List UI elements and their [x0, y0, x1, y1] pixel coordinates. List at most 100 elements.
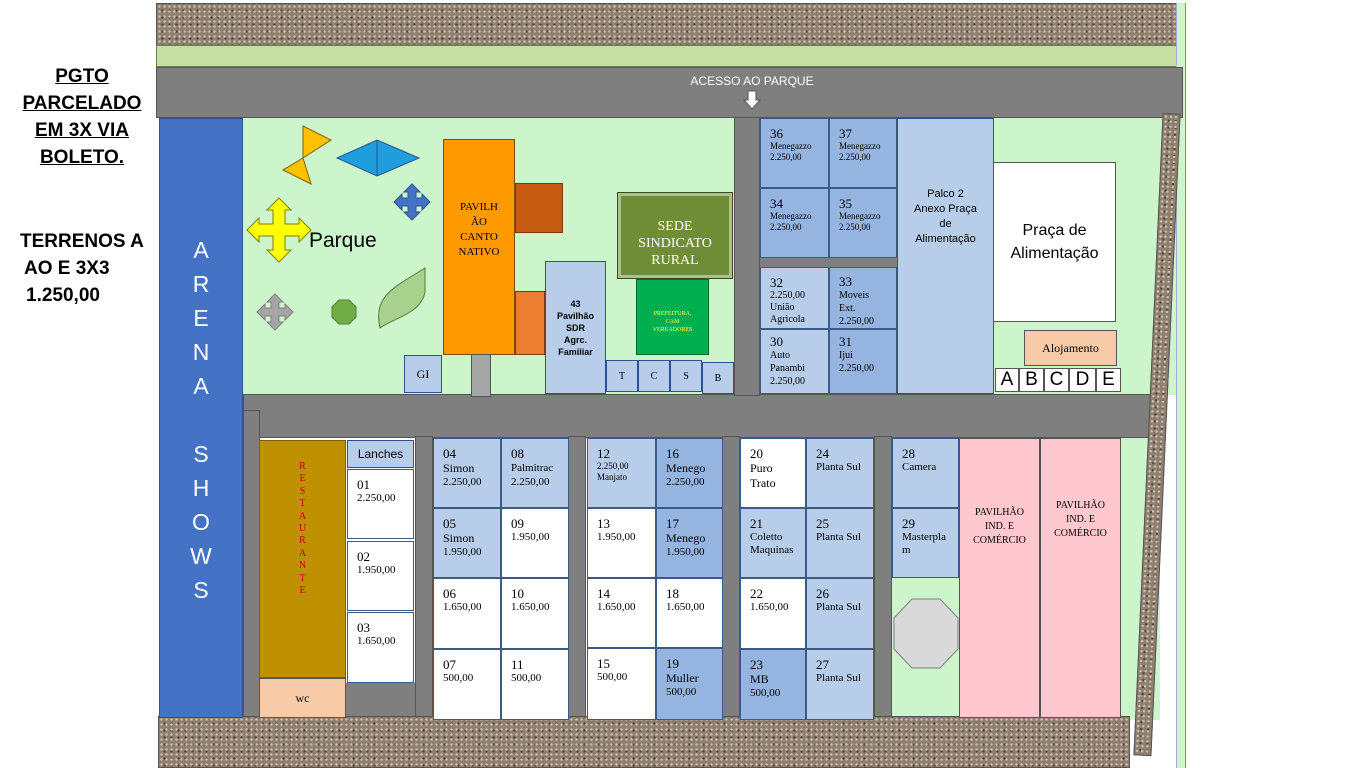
- restaurante-letter: E: [299, 473, 306, 485]
- lot-line: 2.250,00: [597, 461, 629, 471]
- pavilhao-sdr-line: Agrc.: [563, 335, 587, 345]
- vertical-road-4: [722, 436, 740, 720]
- payment-note-line: EM 3X VIA: [35, 120, 129, 141]
- gray-post: [471, 354, 491, 397]
- pavilhao-ind-line: IND. E: [985, 521, 1014, 532]
- small-box-b: B: [702, 362, 734, 394]
- praca-line: Praça de: [1022, 222, 1087, 239]
- small-box-c: C: [638, 360, 670, 392]
- abcde-box-c: C: [1044, 368, 1069, 392]
- arena-shows: [159, 118, 243, 718]
- pavilhao-canto-line: ÃO: [471, 216, 487, 228]
- blue-cross-arrow-shape: [393, 183, 431, 221]
- pavilhao-sdr-line: 43: [570, 299, 581, 309]
- lot-number: 28: [902, 446, 915, 461]
- lot-line: 2.250,00: [770, 376, 805, 387]
- lot-line: 1.650,00: [357, 635, 396, 647]
- lot-number: 04: [443, 446, 456, 461]
- restaurante-letter: S: [299, 485, 306, 497]
- arena-letter: A: [193, 237, 209, 263]
- lot-line: Menegazzo: [839, 141, 881, 151]
- lot-number: 36: [770, 126, 783, 141]
- payment-note: PGTO PARCELADO EM 3X VIA BOLETO.: [12, 63, 152, 171]
- prefeitura-line: CAM: [665, 319, 680, 325]
- lot-line: 1.650,00: [511, 601, 550, 613]
- lot-owner: Menego: [666, 531, 706, 545]
- palco-2: Palco 2 Anexo Praça de Alimentação: [897, 118, 994, 394]
- lot-number: 09: [511, 516, 524, 531]
- lot-line: Manjato: [597, 472, 627, 482]
- lot-line: 2.250,00: [443, 476, 482, 488]
- gravel-top: [156, 3, 1178, 47]
- lot-line: Planta Sul: [816, 531, 861, 543]
- lot-line: 500,00: [666, 686, 697, 698]
- lot-line: 500,00: [750, 687, 781, 699]
- lot-number: 11: [511, 657, 524, 672]
- lot-number: 05: [443, 516, 456, 531]
- bowtie-shape: [281, 125, 333, 185]
- lot-owner: Puro: [750, 461, 773, 475]
- small-box-t: T: [606, 360, 638, 392]
- lot-line: Menegazzo: [839, 211, 881, 221]
- lot-line: 1.650,00: [750, 601, 789, 613]
- lot-owner: Simon: [443, 461, 475, 475]
- lot-owner: Menego: [666, 461, 706, 475]
- vertical-road-center: [734, 117, 760, 396]
- lot-number: 21: [750, 516, 763, 531]
- yellow-cross-arrow-shape: [246, 197, 312, 263]
- lot-line: 2.250,00: [839, 152, 871, 162]
- lot-line: Menegazzo: [770, 141, 812, 151]
- lot-number: 25: [816, 516, 829, 531]
- lot-line: Camera: [902, 461, 937, 473]
- lot-line: 2.250,00: [666, 476, 705, 488]
- middle-road: [243, 394, 1157, 438]
- lot-line: Agricola: [770, 314, 805, 325]
- arena-letter: E: [193, 305, 209, 331]
- lot-line: 2.250,00: [770, 290, 805, 301]
- lot-number: 35: [839, 196, 852, 211]
- park-shapes: [246, 125, 431, 331]
- restaurante-letter: N: [298, 560, 307, 572]
- lot-owner: Muller: [666, 671, 699, 685]
- lots-note-line: 1.250,00: [26, 285, 100, 306]
- restaurante-letter: T: [299, 572, 306, 584]
- restaurante-letter: T: [299, 498, 306, 510]
